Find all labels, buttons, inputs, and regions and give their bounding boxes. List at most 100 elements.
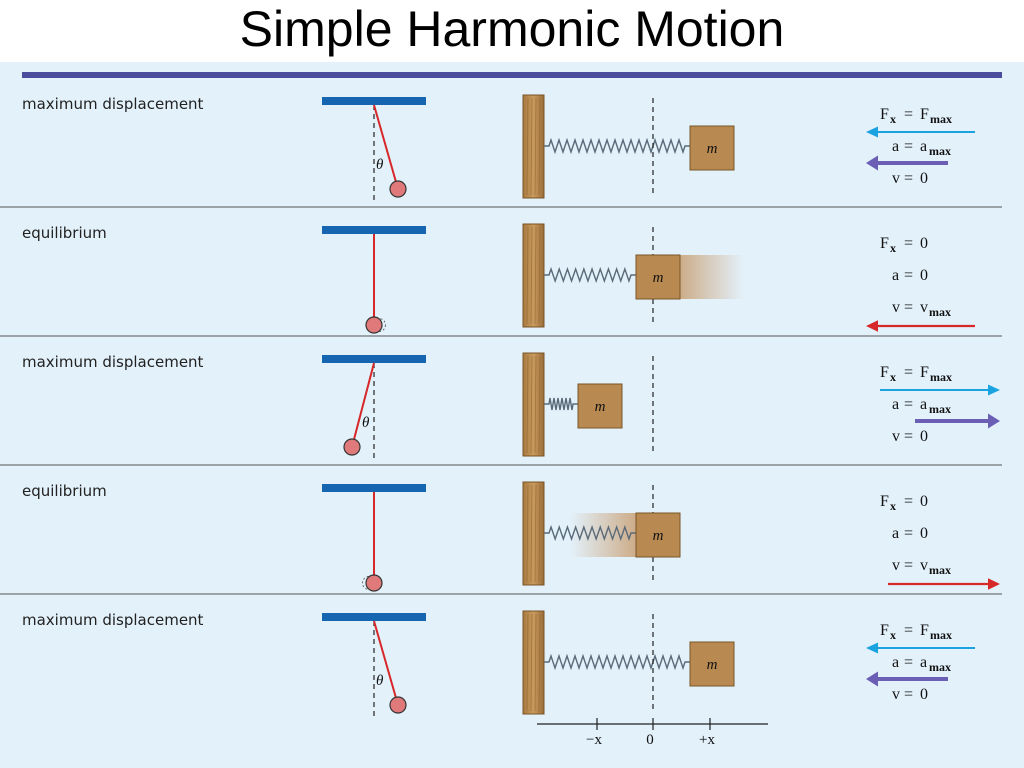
force-value-subscript: max	[930, 628, 952, 642]
pendulum-bob	[389, 180, 407, 198]
block-motion-ghost	[680, 255, 744, 299]
wall-grain	[526, 484, 529, 583]
force-equals: =	[904, 622, 913, 639]
force-arrow	[880, 384, 1000, 396]
spring	[544, 266, 636, 284]
wall-grain	[534, 226, 537, 325]
force-subscript: x	[890, 112, 896, 126]
pendulum-string	[373, 104, 399, 190]
force-symbol: F	[880, 364, 889, 381]
wall	[522, 610, 545, 715]
force-subscript: x	[890, 370, 896, 384]
force-equals: =	[904, 106, 913, 123]
accel-value: 0	[920, 267, 928, 284]
wall-grain	[538, 484, 541, 583]
wall-grain	[530, 226, 533, 325]
accel-symbol: a	[892, 267, 899, 284]
mass-block	[577, 383, 623, 429]
pendulum-bob	[365, 316, 383, 334]
velocity-equals: =	[904, 428, 913, 445]
velocity-arrow	[866, 320, 975, 332]
force-arrow	[866, 126, 975, 138]
accel-symbol: a	[892, 138, 899, 155]
force-arrow	[866, 642, 975, 654]
velocity-symbol: v	[892, 428, 900, 445]
accel-value-subscript: max	[929, 144, 951, 158]
wall-grain	[526, 355, 529, 454]
spring	[544, 524, 636, 542]
wall-grain	[534, 484, 537, 583]
force-arrow-head	[866, 642, 878, 654]
pendulum	[322, 484, 426, 592]
mass-block	[635, 254, 681, 300]
force-symbol: F	[880, 493, 889, 510]
force-value-subscript: max	[930, 112, 952, 126]
accel-arrow-head	[988, 413, 1000, 429]
mass-spring: m	[522, 94, 735, 199]
mass-label: m	[653, 270, 664, 286]
mass-block	[635, 512, 681, 558]
force-value: F	[920, 106, 929, 123]
wall-grain	[534, 613, 537, 712]
accel-arrow	[866, 671, 948, 687]
wall-grain	[538, 355, 541, 454]
wall	[522, 223, 545, 328]
wall-grain	[530, 613, 533, 712]
velocity-symbol: v	[892, 299, 900, 316]
wall-grain	[530, 97, 533, 196]
accel-equals: =	[904, 138, 913, 155]
force-value: 0	[920, 235, 928, 252]
mass-spring: m	[522, 352, 654, 457]
accel-equals: =	[904, 525, 913, 542]
force-symbol: F	[880, 622, 889, 639]
force-equals: =	[904, 364, 913, 381]
velocity-value: 0	[920, 428, 928, 445]
velocity-equals: =	[904, 170, 913, 187]
velocity-arrow	[888, 578, 1000, 590]
force-subscript: x	[890, 499, 896, 513]
wall	[522, 481, 545, 586]
accel-value: a	[920, 138, 927, 155]
velocity-value-subscript: max	[929, 305, 951, 319]
velocity-arrow-head	[988, 578, 1000, 590]
accel-value-subscript: max	[929, 402, 951, 416]
wall-grain	[530, 484, 533, 583]
accel-equals: =	[904, 396, 913, 413]
velocity-arrow-head	[866, 320, 878, 332]
wall-grain	[526, 613, 529, 712]
accel-value-subscript: max	[929, 660, 951, 674]
angle-theta-label: θ	[376, 673, 384, 689]
accel-arrow	[915, 413, 1000, 429]
row-label: maximum displacement	[22, 611, 204, 629]
wall	[522, 94, 545, 199]
pendulum: θ	[322, 613, 426, 718]
force-equals: =	[904, 235, 913, 252]
force-value: 0	[920, 493, 928, 510]
mass-spring: m	[522, 610, 735, 715]
velocity-equals: =	[904, 299, 913, 316]
velocity-value: v	[920, 299, 928, 316]
axis-tick-label: +x	[699, 732, 715, 748]
accel-symbol: a	[892, 654, 899, 671]
accel-equals: =	[904, 267, 913, 284]
top-accent-bar	[22, 72, 1002, 78]
row-label: maximum displacement	[22, 353, 204, 371]
angle-theta-label: θ	[376, 157, 384, 173]
axis-tick-label: 0	[646, 732, 654, 748]
wall-grain	[526, 226, 529, 325]
velocity-symbol: v	[892, 686, 900, 703]
row-label: equilibrium	[22, 482, 107, 500]
velocity-symbol: v	[892, 557, 900, 574]
pendulum-bob	[389, 696, 407, 714]
velocity-equals: =	[904, 686, 913, 703]
